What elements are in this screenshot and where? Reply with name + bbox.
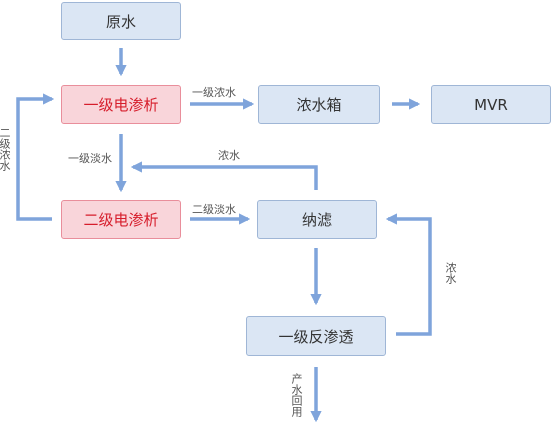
- label-stage1-dilute: 一级淡水: [68, 152, 112, 165]
- label-stage2-dilute: 二级淡水: [192, 203, 236, 216]
- node-nanofiltration: 纳滤: [257, 200, 377, 239]
- arrow-ed2-concentrate-loop: [16, 93, 55, 221]
- label-product-water: 产水回用: [290, 373, 303, 417]
- node-ed-stage2: 二级电渗析: [61, 200, 181, 239]
- node-concentrate-tank: 浓水箱: [258, 85, 380, 124]
- label-stage2-concentrate: 二级浓水: [0, 127, 11, 171]
- node-ro-stage1: 一级反渗透: [246, 316, 386, 356]
- arrow-nf-concentrate-back: [130, 161, 318, 190]
- node-ed-stage1: 一级电渗析: [61, 85, 181, 124]
- label-nf-concentrate: 浓水: [218, 149, 240, 162]
- node-mvr: MVR: [431, 85, 551, 124]
- arrow-ro-concentrate-back: [385, 213, 432, 336]
- node-raw-water: 原水: [61, 2, 181, 40]
- label-stage1-concentrate: 一级浓水: [192, 86, 236, 99]
- label-ro-concentrate: 浓水: [444, 262, 457, 284]
